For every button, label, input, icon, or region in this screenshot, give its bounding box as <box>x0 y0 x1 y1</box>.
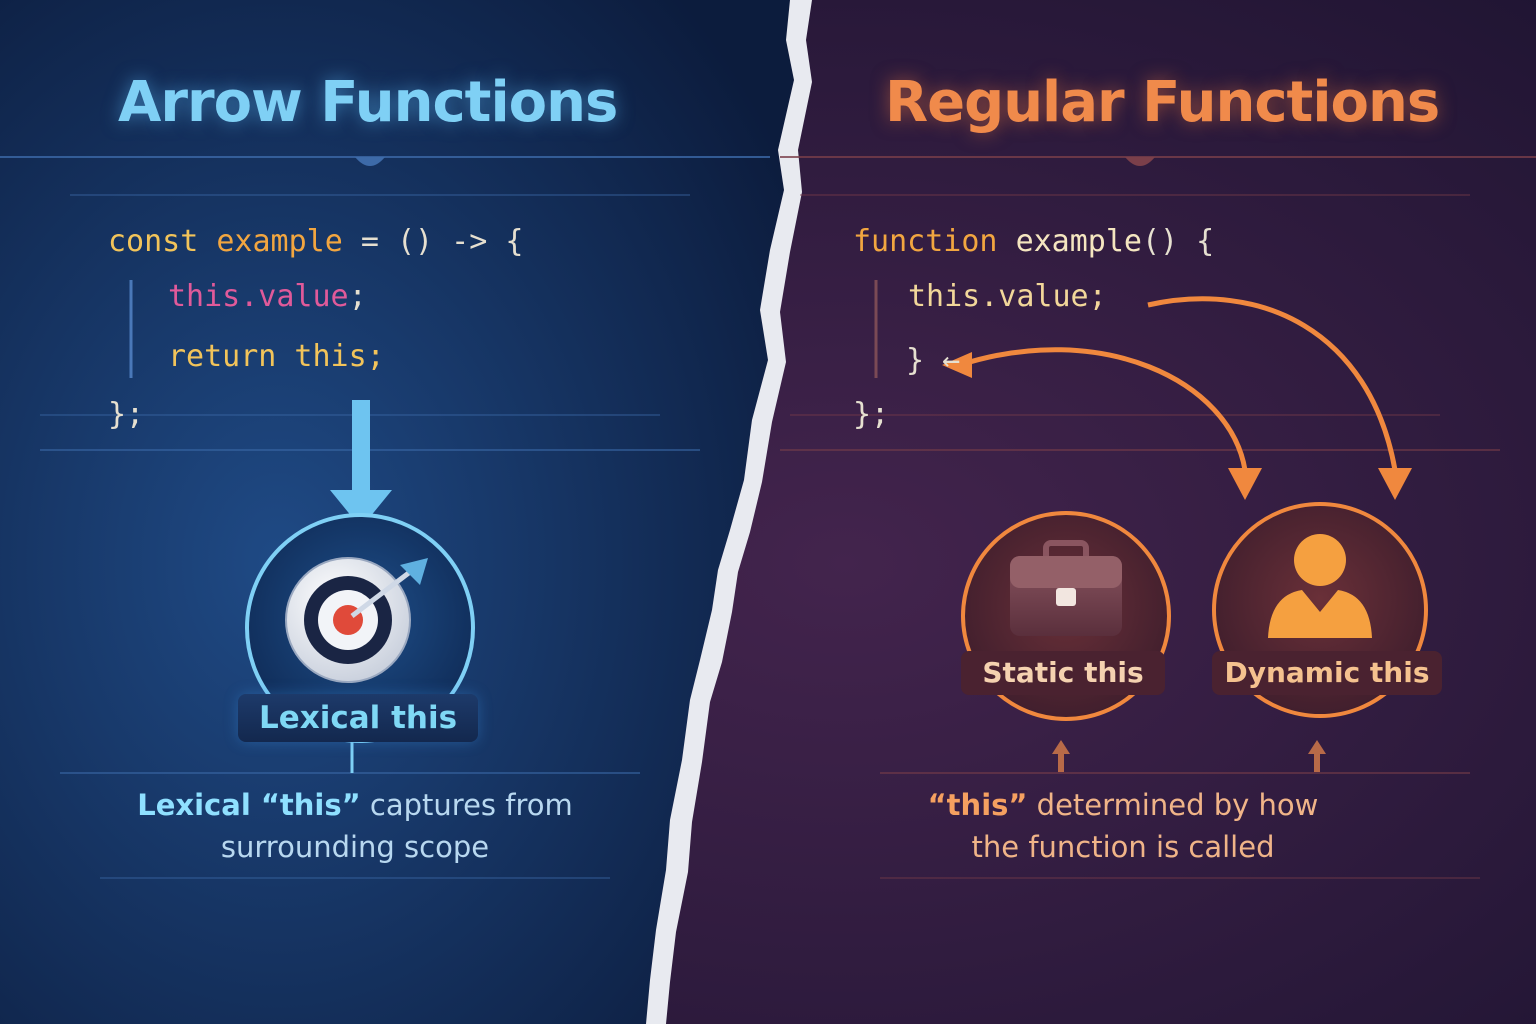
left-code-line-4: }; <box>108 397 145 432</box>
right-caption: “this” determined by how the function is… <box>868 784 1378 868</box>
target-icon <box>245 513 475 773</box>
right-title: Regular Functions <box>885 70 1440 135</box>
right-title-notch <box>1125 157 1155 166</box>
arrow-syntax: = () -> { <box>342 224 524 259</box>
dynamic-this-badge: Dynamic this <box>1212 651 1442 695</box>
identifier-example: example <box>1015 224 1142 259</box>
left-code-line-2: this.value; <box>168 279 367 314</box>
up-arrow-icon <box>1052 740 1326 772</box>
torn-divider <box>646 0 812 1024</box>
left-panel-bg <box>0 0 794 1024</box>
left-caption-line-2: surrounding scope <box>220 830 490 864</box>
keyword-function: function <box>853 224 998 259</box>
static-this-badge: Static this <box>961 651 1165 695</box>
curved-arrow-icon <box>959 296 1398 471</box>
left-code-line-1: const example = () -> { <box>108 224 523 259</box>
semicolon: ; <box>348 279 367 314</box>
arrowhead-dynamic <box>1378 468 1412 500</box>
right-caption-line-2: the function is called <box>971 830 1275 864</box>
keyword-const: const <box>108 224 199 259</box>
arrowhead-static <box>1228 468 1262 500</box>
right-code-line-4: }; <box>853 397 890 432</box>
param-list: () { <box>1142 224 1215 259</box>
left-caption-highlight: Lexical “this” <box>137 788 361 822</box>
right-code-line-3: } ← <box>906 343 961 378</box>
this-value: this.value <box>168 279 349 314</box>
left-caption-line-1: captures from <box>360 788 573 822</box>
lexical-this-badge: Lexical this <box>238 694 478 742</box>
left-caption: Lexical “this” captures from surrounding… <box>100 784 610 868</box>
down-arrow-icon <box>330 400 392 528</box>
left-title: Arrow Functions <box>118 70 618 135</box>
left-title-notch <box>355 157 385 166</box>
identifier-example: example <box>216 224 343 259</box>
arrowhead-brace <box>942 352 972 378</box>
right-caption-highlight: “this” <box>927 788 1028 822</box>
right-code-line-1: function example() { <box>853 224 1214 259</box>
right-caption-line-1: determined by how <box>1027 788 1319 822</box>
right-rules <box>780 156 1536 879</box>
left-code-line-3: return this; <box>168 339 385 374</box>
right-code-line-2: this.value; <box>908 279 1107 314</box>
